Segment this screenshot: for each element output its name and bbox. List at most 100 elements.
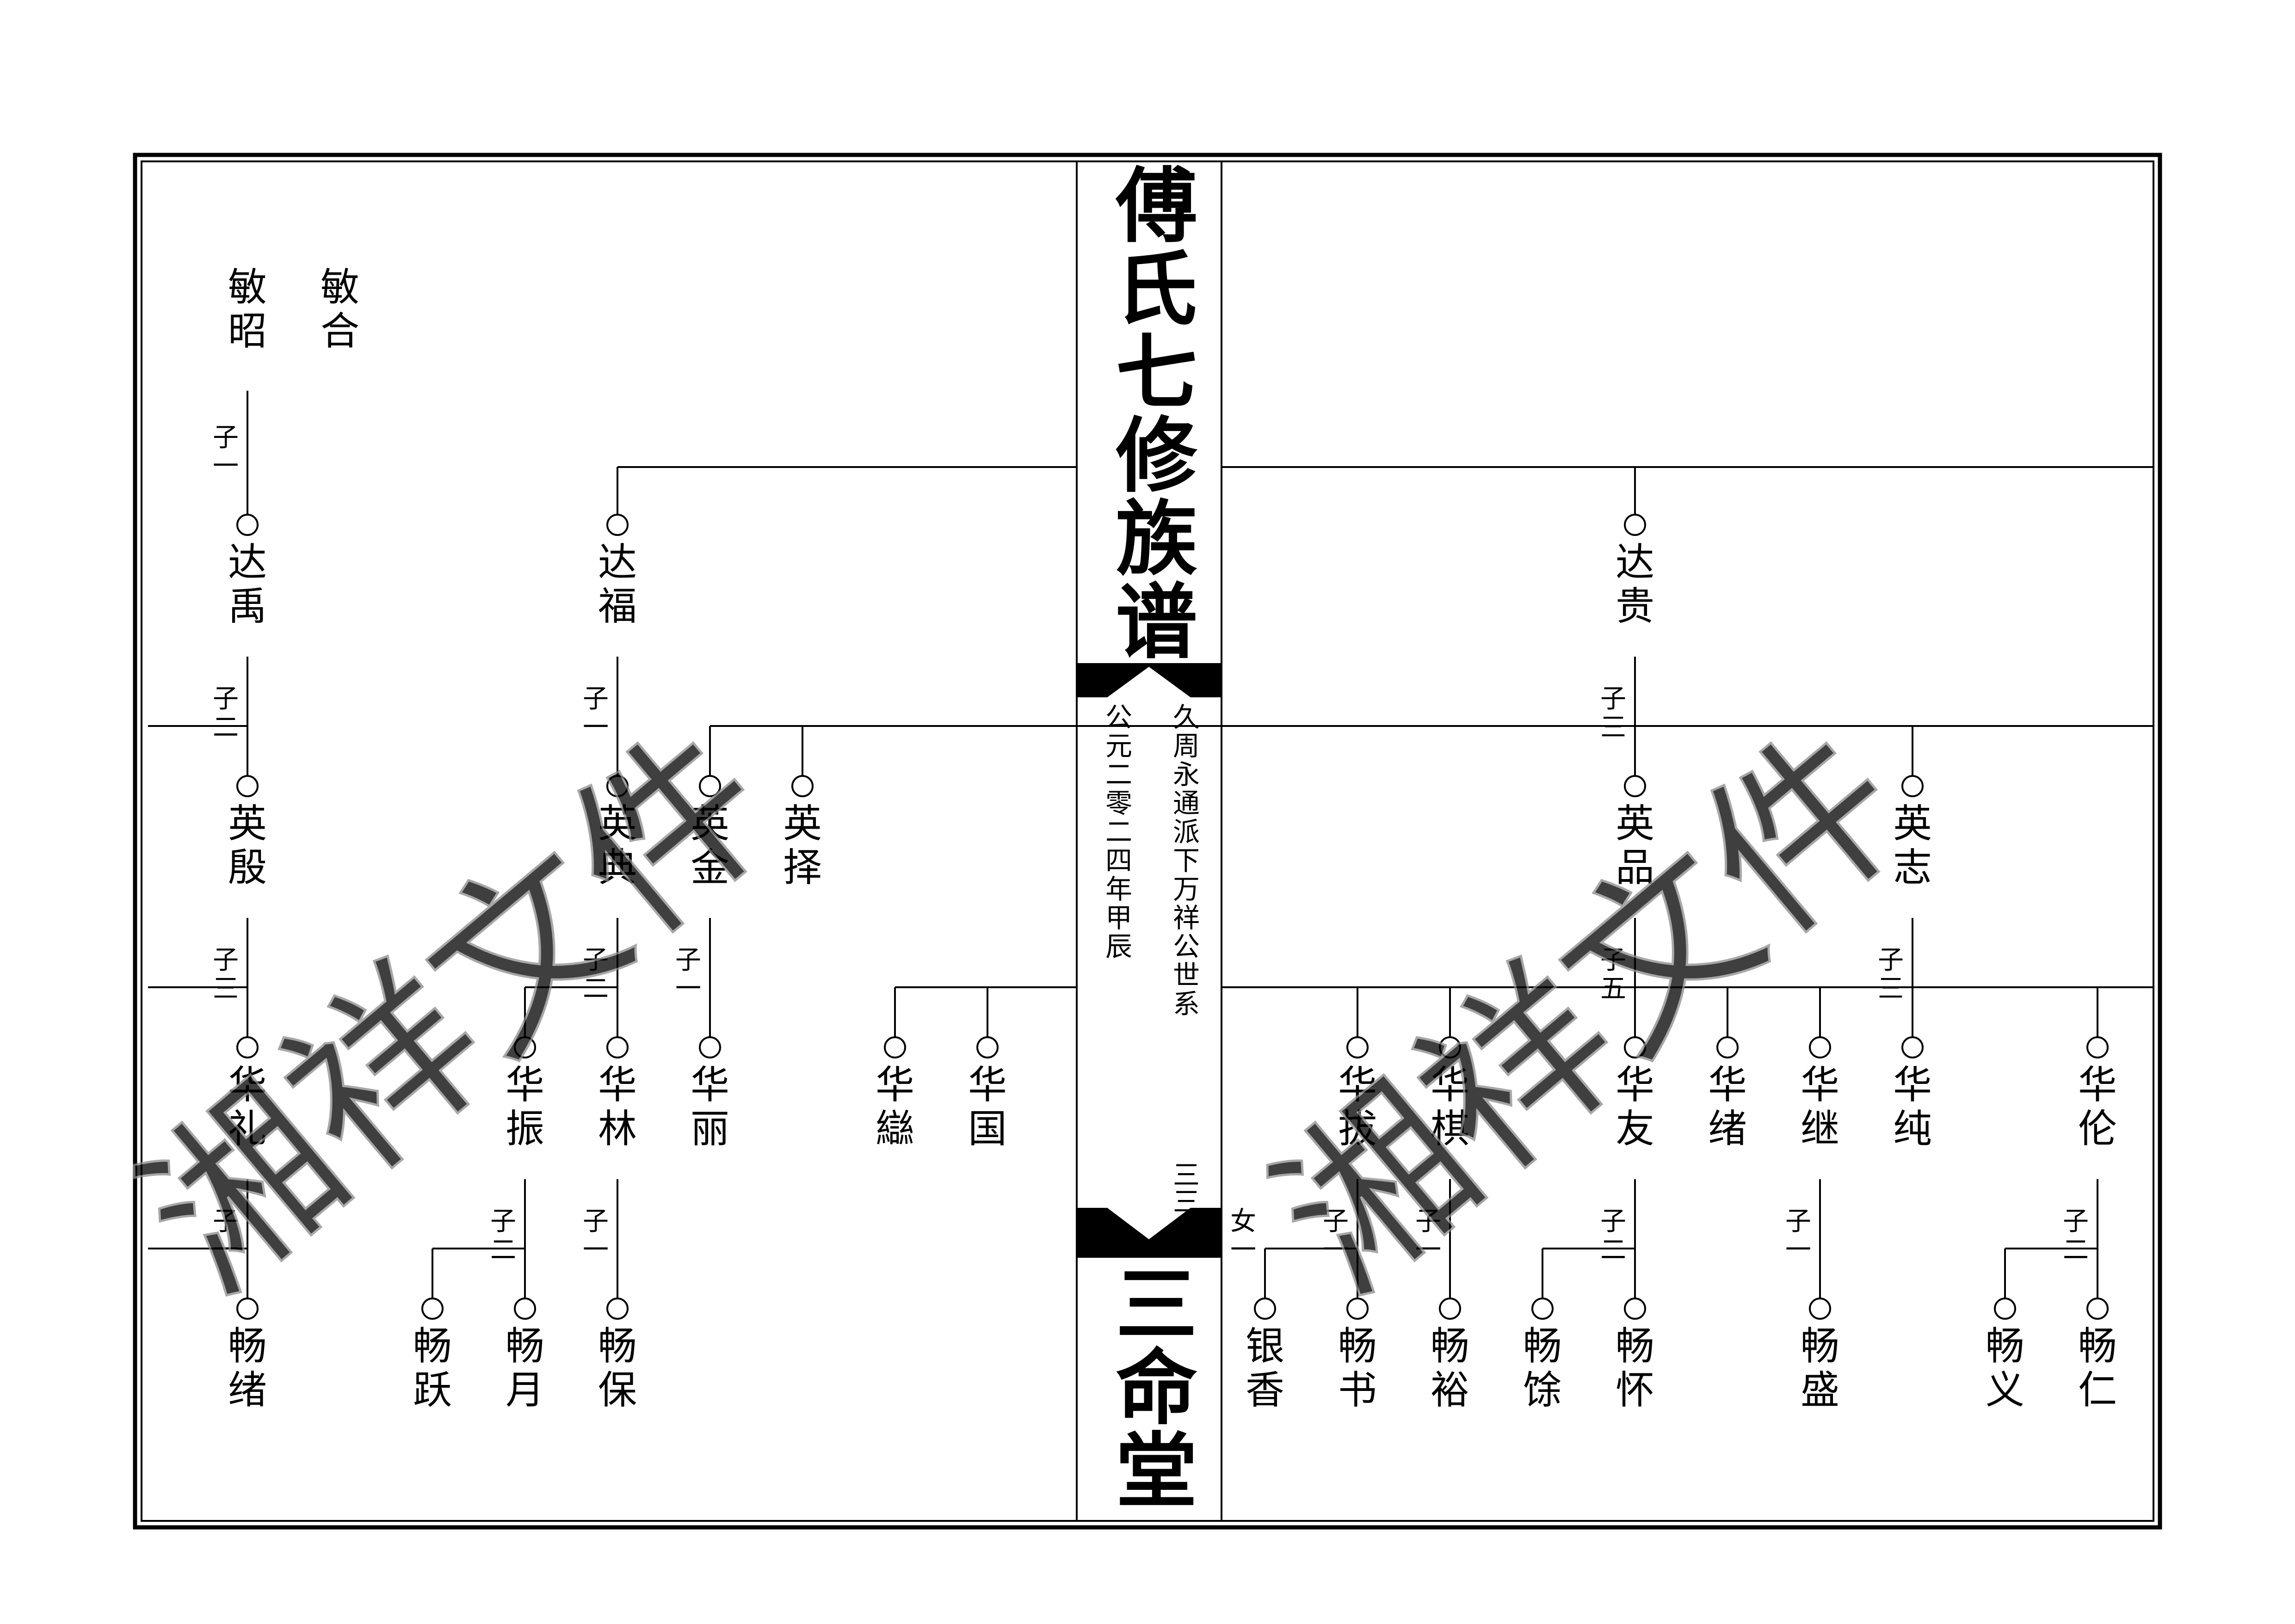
member-name-char: 盛 (1801, 1367, 1839, 1413)
node-circle (2086, 1036, 2109, 1058)
member-name-char: 月 (506, 1367, 544, 1413)
spine-upper-fishtail (1077, 663, 1222, 697)
node-circle (1624, 775, 1646, 797)
relation-label-char: 一 (675, 974, 701, 1004)
member-name-char: 择 (783, 845, 822, 890)
relation-label-char: 二 (583, 974, 609, 1004)
member-name-char: 华 (1338, 1062, 1377, 1107)
node-circle (1901, 1036, 1924, 1058)
relation-label-char: 二 (1600, 1235, 1626, 1265)
node-circle (514, 1036, 536, 1058)
node-circle (1439, 1036, 1461, 1058)
node-circle (236, 514, 259, 536)
relation-label-char: 一 (1230, 1235, 1256, 1265)
relation-label-char: 一 (583, 713, 609, 743)
member-name-char: 畅 (1616, 1323, 1654, 1369)
member-name-char: 华 (228, 1062, 267, 1107)
member-name-char: 畅 (598, 1323, 637, 1369)
member-name-char: 华 (1616, 1062, 1654, 1107)
member-name-char: 志 (1893, 845, 1932, 890)
node-circle (236, 1036, 259, 1058)
member-name-char: 华 (506, 1062, 544, 1107)
member-name-char: 绪 (228, 1367, 267, 1413)
node-circle (421, 1298, 444, 1320)
outer-border (133, 153, 2162, 1530)
member-name-char: 华 (968, 1062, 1007, 1107)
relation-label-char: 一 (213, 451, 239, 481)
relation-label-char: 子 (583, 945, 609, 975)
tree-lines (148, 391, 2153, 1298)
node-circle (1716, 1036, 1739, 1058)
member-name-char: 殷 (228, 845, 267, 890)
node-circle (514, 1298, 536, 1320)
relation-label-char: 三 (213, 974, 239, 1004)
member-name-char: 英 (598, 801, 637, 846)
relation-label-char: 子 (675, 945, 701, 975)
relation-label-char: 子 (1785, 1206, 1811, 1236)
member-name-char: 畅 (506, 1323, 544, 1369)
member-name-char: 禹 (228, 584, 267, 629)
relation-label-char: 子 (1600, 1206, 1626, 1236)
node-circle (1901, 775, 1924, 797)
member-name-char: 仁 (2078, 1367, 2117, 1413)
member-name-char: 畅 (1523, 1323, 1562, 1369)
relation-label-char: 子 (1323, 1206, 1349, 1236)
relation-label-char: 五 (1600, 974, 1626, 1004)
node-circle (606, 1298, 629, 1320)
member-name-char: 裕 (1431, 1367, 1469, 1413)
relation-label-char: 子 (1600, 684, 1626, 714)
spine-lineage: 久周永通派下万祥公世系 (1168, 703, 1200, 1018)
member-name-char: 振 (506, 1106, 544, 1151)
node-circle (1624, 514, 1646, 536)
member-name-char: 义 (1986, 1367, 2024, 1413)
member-name-char: 伦 (2078, 1106, 2117, 1151)
member-name-char: 达 (1616, 540, 1654, 585)
member-name-char: 昭 (228, 308, 267, 354)
node-circle (976, 1036, 999, 1058)
node-circle (1809, 1036, 1831, 1058)
node-circle (1531, 1298, 1554, 1320)
member-name-char: 品 (1616, 845, 1654, 890)
tree-names: 敏昭敏合达禹达福达贵英殷英典英金英择英品英志华礼华振华林华丽华䜌华国华拔华棋华友… (228, 265, 2117, 1413)
relation-label-char: 子 (583, 684, 609, 714)
member-name-char: 丽 (691, 1106, 729, 1151)
spine-title: 傅氏七修族谱 (1102, 163, 1197, 662)
relation-label-char: 二 (490, 1235, 516, 1265)
relation-label-char: 子 (1878, 945, 1904, 975)
tree-nodes (236, 514, 2109, 1320)
member-name-char: 华 (1708, 1062, 1747, 1107)
node-circle (2086, 1298, 2109, 1320)
relation-label-char: 子 (213, 684, 239, 714)
member-name-char: 馀 (1523, 1367, 1562, 1413)
member-name-char: 书 (1338, 1367, 1377, 1413)
node-circle (606, 1036, 629, 1058)
member-name-char: 合 (321, 308, 359, 354)
member-name-char: 华 (598, 1062, 637, 1107)
inner-border (141, 160, 2154, 1522)
node-circle (1994, 1298, 2016, 1320)
relation-label-char: 子 (213, 1206, 239, 1236)
member-name-char: 拔 (1338, 1106, 1377, 1151)
member-name-char: 达 (598, 540, 637, 585)
node-circle (1439, 1298, 1461, 1320)
member-name-char: 畅 (1431, 1323, 1469, 1369)
member-name-char: 英 (691, 801, 729, 846)
node-circle (884, 1036, 906, 1058)
member-name-char: 畅 (228, 1323, 267, 1369)
relation-label-char: 二 (213, 713, 239, 743)
member-name-char: 林 (598, 1106, 637, 1151)
member-name-char: 英 (783, 801, 822, 846)
member-name-char: 香 (1246, 1367, 1284, 1413)
member-name-char: 金 (691, 845, 729, 890)
member-name-char: 畅 (1338, 1323, 1377, 1369)
spine-lower-fishtail (1077, 1208, 1222, 1258)
node-circle (236, 775, 259, 797)
member-name-char: 怀 (1616, 1367, 1654, 1413)
relation-label-char: 女 (1230, 1206, 1256, 1236)
spine-hall-name: 三命堂 (1102, 1261, 1197, 1511)
